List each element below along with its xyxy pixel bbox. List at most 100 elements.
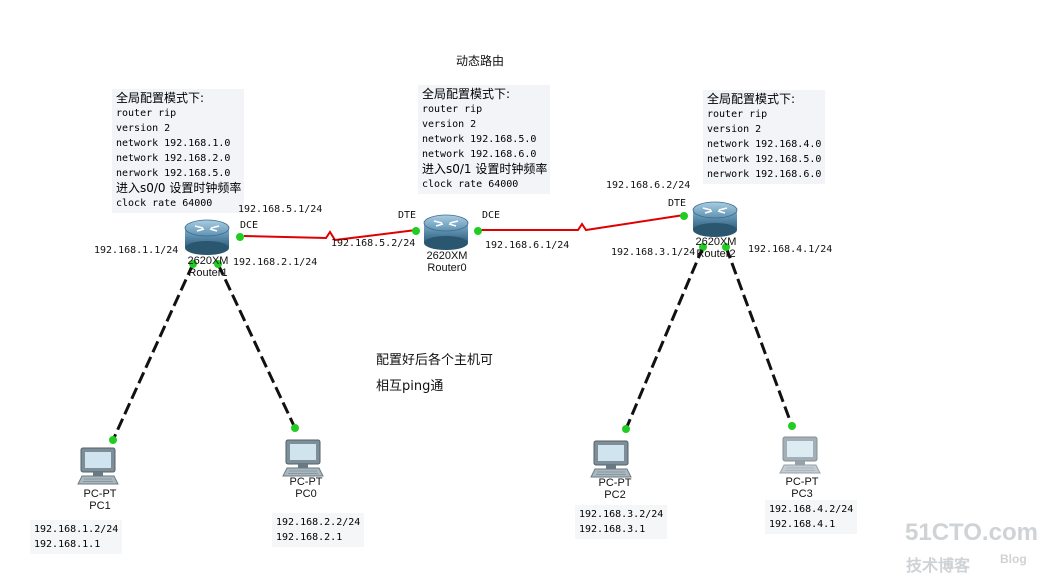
- config-line: network 192.168.2.0: [116, 153, 231, 164]
- pc2-label: PC-PT PC2: [593, 477, 637, 501]
- pc0-name: PC0: [295, 488, 317, 500]
- port-dot: [722, 243, 730, 251]
- port-dot: [412, 227, 420, 235]
- config-line: 全局配置模式下:: [116, 91, 205, 105]
- pc1-icon[interactable]: [77, 447, 119, 485]
- pc1-gateway: 192.168.1.1: [34, 539, 101, 550]
- port-dot: [622, 425, 630, 433]
- pc3-icon[interactable]: [779, 436, 821, 474]
- config-line: network 192.168.1.0: [116, 138, 231, 149]
- config-line: network 192.168.5.0: [422, 134, 537, 145]
- router1-model-label: 2620XM Router1: [185, 255, 231, 279]
- router2-model: 2620XM: [695, 236, 737, 248]
- router0-model: 2620XM: [426, 250, 468, 262]
- config-line: 进入s0/0 设置时钟频率: [116, 181, 242, 195]
- router2-icon[interactable]: [692, 201, 738, 238]
- port-dot: [109, 436, 117, 444]
- watermark-blog: Blog: [1000, 552, 1027, 566]
- config-line: nerwork 192.168.6.0: [707, 169, 822, 180]
- pc0-label: PC-PT PC0: [284, 476, 328, 500]
- port-status-dots: [109, 212, 796, 444]
- router0-dce-label: DCE: [482, 210, 501, 221]
- pc1-name: PC1: [89, 500, 111, 512]
- port-dot: [474, 227, 482, 235]
- config-box-router2: 全局配置模式下: router rip version 2 network 19…: [703, 90, 825, 184]
- pc3-ip-block: 192.168.4.2/24 192.168.4.1: [765, 500, 857, 534]
- config-line: version 2: [116, 123, 171, 134]
- config-line: router rip: [707, 109, 768, 120]
- router1-f1-ip: 192.168.2.1/24: [233, 257, 318, 268]
- config-line: network 192.168.6.0: [422, 149, 537, 160]
- port-dot: [236, 233, 244, 241]
- config-line: network 192.168.5.0: [707, 154, 822, 165]
- config-box-router1: 全局配置模式下: router rip version 2 network 19…: [112, 89, 244, 213]
- pc2-ip: 192.168.3.2/24: [579, 509, 664, 520]
- watermark-sub: 技术博客: [906, 556, 971, 575]
- config-line: 进入s0/1 设置时钟频率: [422, 162, 548, 176]
- config-line: clock rate 64000: [422, 179, 519, 190]
- pc2-type: PC-PT: [598, 477, 632, 489]
- config-box-router0: 全局配置模式下: router rip version 2 network 19…: [418, 85, 550, 194]
- pc2-gateway: 192.168.3.1: [579, 524, 646, 535]
- pc3-ip: 192.168.4.2/24: [769, 504, 854, 515]
- router2-s0-ip: 192.168.6.2/24: [606, 180, 691, 191]
- router1-name: Router1: [188, 267, 228, 279]
- pc0-type: PC-PT: [289, 476, 323, 488]
- pc2-icon[interactable]: [590, 440, 632, 478]
- router0-left-ip: 192.168.5.2/24: [331, 238, 416, 249]
- pc1-type: PC-PT: [83, 488, 117, 500]
- pc2-ip-block: 192.168.3.2/24 192.168.3.1: [575, 505, 667, 539]
- router1-f0-ip: 192.168.1.1/24: [94, 245, 179, 256]
- serial-link-router0-router2: [478, 214, 685, 232]
- router2-f0-ip: 192.168.3.1/24: [611, 247, 696, 258]
- router0-model-label: 2620XM Router0: [423, 250, 471, 274]
- ethernet-link-router2-pc2: [624, 246, 705, 430]
- port-dot: [189, 260, 197, 268]
- pc3-name: PC3: [791, 488, 813, 500]
- router2-name: Router2: [696, 248, 736, 260]
- config-line: network 192.168.4.0: [707, 139, 822, 150]
- pc1-ip: 192.168.1.2/24: [34, 524, 119, 535]
- pc0-icon[interactable]: [282, 439, 324, 477]
- pc0-ip: 192.168.2.2/24: [276, 517, 361, 528]
- router2-f1-ip: 192.168.4.1/24: [748, 244, 833, 255]
- port-dot: [680, 212, 688, 220]
- router1-model: 2620XM: [187, 255, 229, 267]
- watermark-brand: 51CTO.com: [905, 519, 1038, 546]
- note-line: 配置好后各个主机可: [376, 353, 494, 368]
- page-title: 动态路由: [456, 54, 505, 68]
- router1-s0-ip: 192.168.5.1/24: [238, 204, 323, 215]
- router0-dte-label: DTE: [398, 210, 417, 221]
- port-dot: [291, 424, 299, 432]
- router2-model-label: 2620XM Router2: [692, 236, 740, 260]
- port-dot: [214, 260, 222, 268]
- config-line: clock rate 64000: [116, 198, 213, 209]
- ethernet-link-router1-pc1: [111, 263, 195, 441]
- pc1-label: PC-PT PC1: [78, 488, 122, 512]
- pc3-label: PC-PT PC3: [780, 476, 824, 500]
- pc3-type: PC-PT: [785, 476, 819, 488]
- router2-dte-label: DTE: [668, 198, 687, 209]
- config-line: 全局配置模式下:: [707, 92, 796, 106]
- config-line: 全局配置模式下:: [422, 87, 511, 101]
- note-line: 相互ping通: [376, 379, 444, 394]
- config-line: version 2: [422, 119, 477, 130]
- note-text: 配置好后各个主机可 相互ping通: [376, 348, 493, 400]
- pc1-ip-block: 192.168.1.2/24 192.168.1.1: [30, 520, 122, 554]
- serial-link-router1-router0: [243, 229, 417, 242]
- ethernet-link-router2-pc3: [724, 246, 794, 427]
- router1-dce-label: DCE: [240, 220, 259, 231]
- config-line: nerwork 192.168.5.0: [116, 168, 231, 179]
- router0-icon[interactable]: [423, 214, 469, 251]
- pc0-ip-block: 192.168.2.2/24 192.168.2.1: [272, 513, 364, 547]
- config-line: version 2: [707, 124, 762, 135]
- config-line: router rip: [422, 104, 483, 115]
- router1-icon[interactable]: [184, 219, 230, 256]
- pc0-gateway: 192.168.2.1: [276, 532, 343, 543]
- port-dot: [788, 422, 796, 430]
- port-dot: [699, 243, 707, 251]
- ethernet-link-router1-pc0: [216, 263, 297, 429]
- pc3-gateway: 192.168.4.1: [769, 519, 836, 530]
- config-line: router rip: [116, 108, 177, 119]
